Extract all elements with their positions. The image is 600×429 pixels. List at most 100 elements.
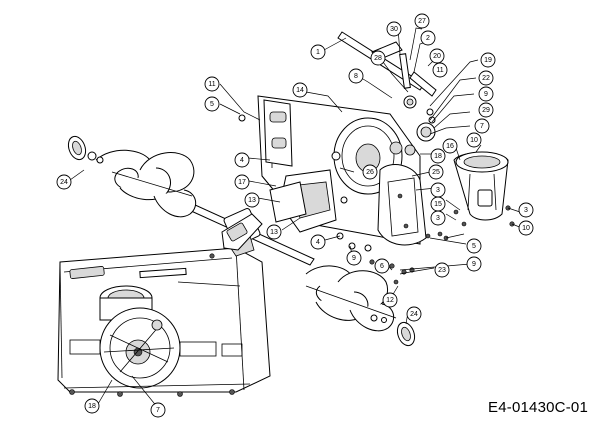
callout-17: 17	[234, 174, 250, 190]
callout-bubble	[442, 138, 458, 154]
callout-number: 18	[434, 153, 442, 160]
callout-10: 10	[518, 220, 534, 236]
callout-number: 13	[270, 229, 278, 236]
left-auger-spiral	[67, 135, 197, 218]
callout-2: 2	[420, 30, 436, 46]
callout-bubble	[466, 256, 482, 272]
diagram-code: E4-01430C-01	[488, 399, 588, 416]
callout-bubble	[150, 402, 166, 418]
callout-11: 11	[432, 62, 448, 78]
callout-bubble	[266, 224, 282, 240]
callout-number: 9	[472, 261, 476, 268]
callout-number: 24	[60, 179, 68, 186]
callout-number: 16	[446, 143, 454, 150]
callout-3: 3	[430, 210, 446, 226]
callout-number: 26	[366, 169, 374, 176]
callout-18: 18	[430, 148, 446, 164]
callout-number: 8	[354, 73, 358, 80]
callout-26: 26	[362, 164, 378, 180]
callout-number: 19	[484, 57, 492, 64]
callout-bubble	[420, 30, 436, 46]
callout-28: 28	[370, 50, 386, 66]
callout-number: 11	[436, 67, 443, 74]
callout-bubble	[478, 70, 494, 86]
auger-housing-frame	[257, 95, 427, 246]
impeller-assembly	[221, 114, 372, 252]
callout-9: 9	[466, 256, 482, 272]
callout-11: 11	[204, 76, 220, 92]
callout-number: 11	[208, 81, 215, 88]
callout-3: 3	[518, 202, 534, 218]
callout-bubble	[406, 306, 422, 322]
callout-number: 10	[522, 225, 530, 232]
callout-1: 1	[310, 44, 326, 60]
callout-bubble	[430, 210, 446, 226]
callout-27: 27	[414, 13, 430, 29]
callout-bubble	[204, 96, 220, 112]
callout-number: 15	[434, 201, 442, 208]
callout-20: 20	[429, 48, 445, 64]
callout-bubble	[374, 258, 390, 274]
callout-number: 2	[426, 35, 430, 42]
callout-bubble	[292, 82, 308, 98]
callout-bubble	[480, 52, 496, 68]
callout-number: 9	[484, 91, 488, 98]
callout-bubble	[429, 48, 445, 64]
callout-number: 25	[432, 169, 440, 176]
assembled-auger-housing	[57, 247, 271, 397]
callout-14: 14	[292, 82, 308, 98]
callout-bubble	[432, 62, 448, 78]
callout-bubble	[414, 13, 430, 29]
callout-5: 5	[204, 96, 220, 112]
callout-bubble	[478, 86, 494, 102]
callout-bubble	[428, 164, 444, 180]
callout-bubble	[430, 148, 446, 164]
callout-bubble	[348, 68, 364, 84]
callout-number: 28	[374, 55, 382, 62]
callout-10: 10	[466, 132, 482, 148]
callout-bubble	[362, 164, 378, 180]
callout-bubble	[478, 102, 494, 118]
right-auger-spiral	[305, 265, 416, 347]
callout-7: 7	[474, 118, 490, 134]
callout-6: 6	[374, 258, 390, 274]
callout-number: 7	[480, 123, 484, 130]
callout-16: 16	[442, 138, 458, 154]
callout-19: 19	[480, 52, 496, 68]
callout-23: 23	[434, 262, 450, 278]
callout-29: 29	[478, 102, 494, 118]
callout-number: 23	[438, 267, 446, 274]
callout-bubble	[56, 174, 72, 190]
callout-number: 4	[240, 157, 244, 164]
callout-number: 18	[88, 403, 96, 410]
callout-3: 3	[430, 182, 446, 198]
callout-13: 13	[244, 192, 260, 208]
callout-number: 10	[470, 137, 478, 144]
callout-bubble	[234, 174, 250, 190]
callout-bubble	[370, 50, 386, 66]
callout-25: 25	[428, 164, 444, 180]
callout-8: 8	[348, 68, 364, 84]
callout-bubble	[310, 44, 326, 60]
callout-number: 13	[248, 197, 256, 204]
discharge-chute	[437, 151, 515, 237]
callout-number: 20	[433, 53, 441, 60]
callout-bubble	[434, 262, 450, 278]
callout-number: 3	[436, 187, 440, 194]
callout-bubble	[310, 234, 326, 250]
callout-number: 5	[472, 243, 476, 250]
callout-9: 9	[346, 250, 362, 266]
callout-bubble	[474, 118, 490, 134]
callout-4: 4	[234, 152, 250, 168]
callout-number: 7	[156, 407, 160, 414]
callout-number: 6	[380, 263, 384, 270]
callout-number: 9	[352, 255, 356, 262]
callout-bubble	[386, 21, 402, 37]
callout-number: 5	[210, 101, 214, 108]
callout-9: 9	[478, 86, 494, 102]
callout-number: 24	[410, 311, 418, 318]
callout-18: 18	[84, 398, 100, 414]
callout-bubble	[518, 220, 534, 236]
